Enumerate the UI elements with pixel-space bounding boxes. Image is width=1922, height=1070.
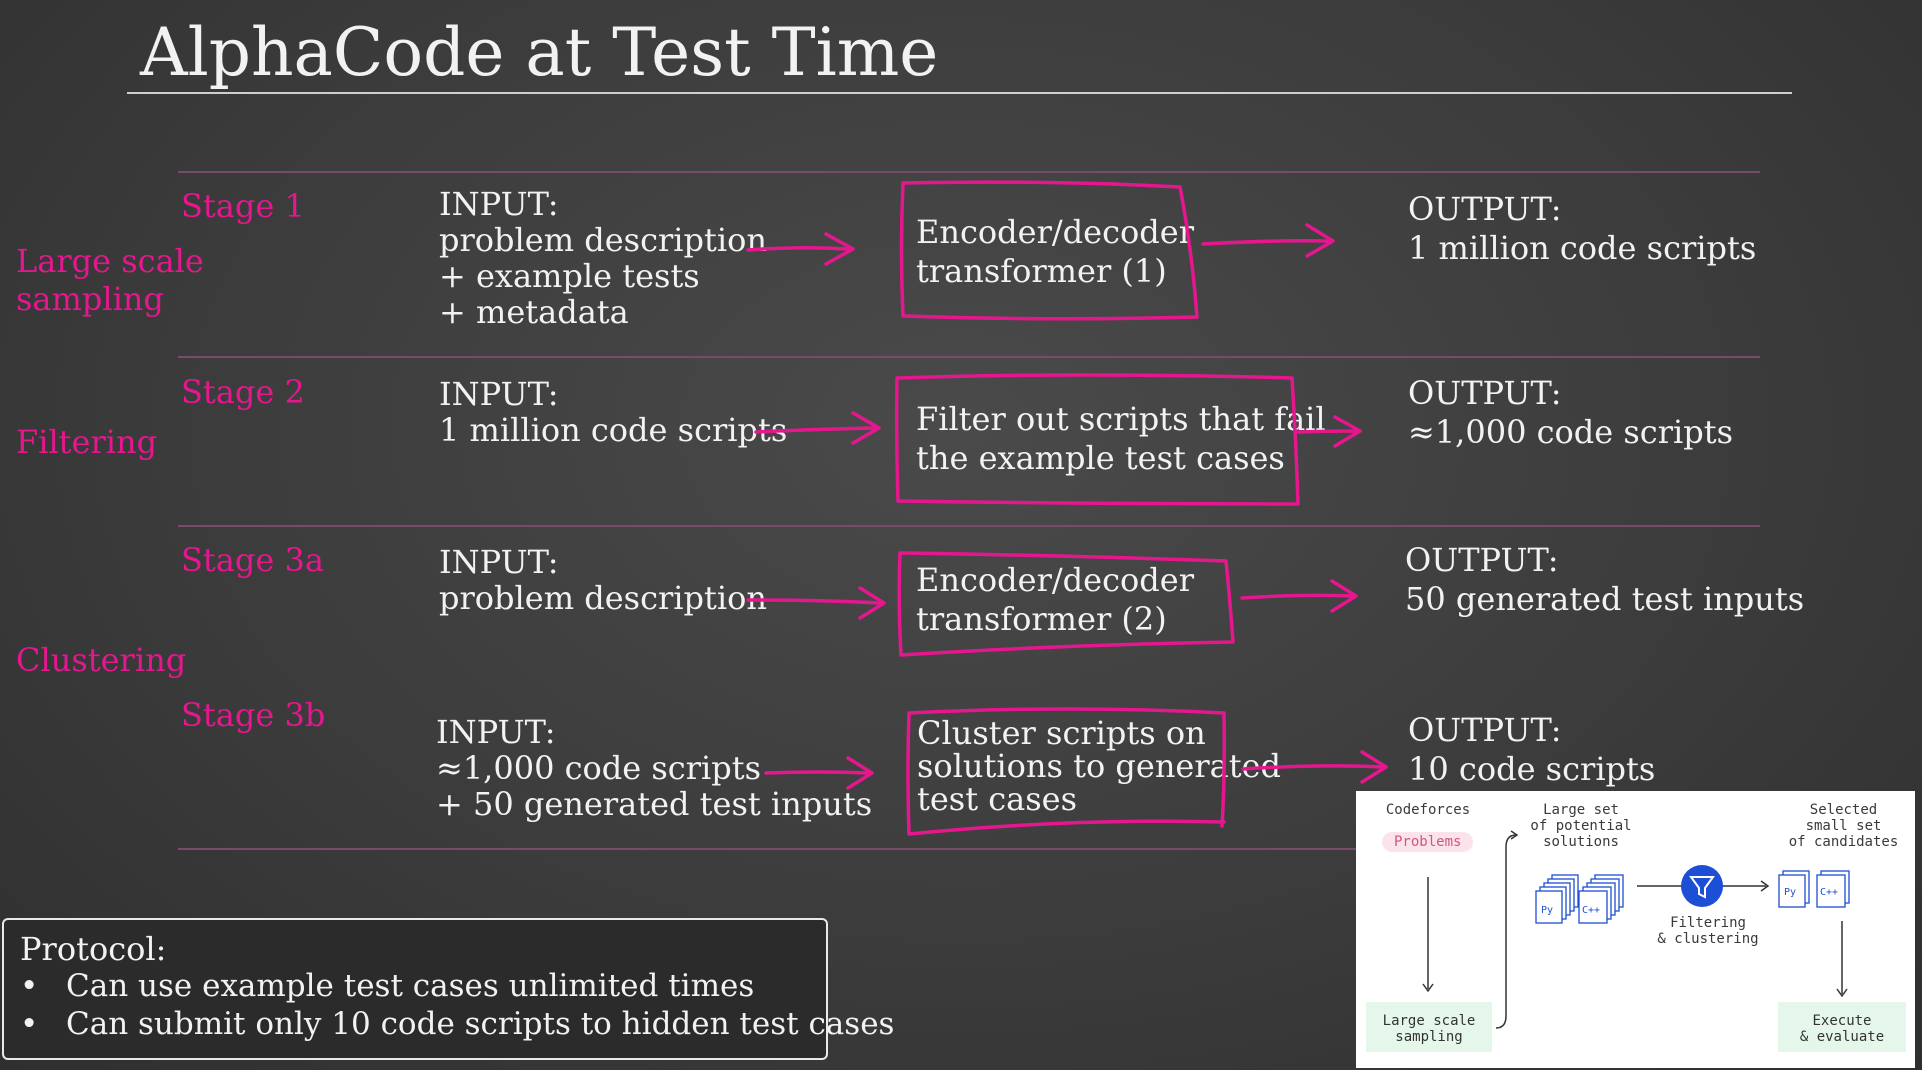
inset-execute-box: Execute & evaluate [1778, 1002, 1906, 1052]
stage-3a-process: Encoder/decoder transformer (2) [916, 561, 1194, 638]
inset-selected-cpp-icon [1816, 870, 1850, 908]
stage-2-process: Filter out scripts that fail the example… [916, 400, 1326, 477]
stage-1-output-arrow [1201, 223, 1335, 258]
inset-cpp-label-2: C++ [1820, 887, 1838, 898]
stage-1-label: Stage 1 [181, 187, 305, 225]
protocol-bullet-2-text: Can submit only 10 code scripts to hidde… [66, 1006, 895, 1042]
stage-3a-input-arrow [746, 586, 886, 620]
inset-flow-graphics: Py C++ Py C++ [1422, 830, 1850, 1029]
inset-problems-chip-text: Problems [1382, 832, 1474, 852]
stage-2-label: Stage 2 [181, 373, 305, 411]
stage-3a-input: INPUT: problem description [439, 543, 767, 617]
page-title: AlphaCode at Test Time [140, 14, 939, 91]
protocol-title: Protocol: [20, 930, 167, 968]
inset-selected-py-icon [1778, 870, 1810, 908]
inset-selected-label: Selected small set of candidates [1788, 802, 1899, 850]
stage-3b-process: Cluster scripts on solutions to generate… [917, 714, 1282, 818]
row-separator-top [178, 171, 1760, 173]
row-separator-bottom [178, 848, 1760, 850]
stage-1-process: Encoder/decoder transformer (1) [916, 213, 1194, 290]
inset-sampling-box: Large scale sampling [1366, 1002, 1492, 1052]
inset-cpp-files-icon [1578, 874, 1624, 924]
inset-funnel-icon [1689, 876, 1715, 899]
title-underline [127, 92, 1792, 94]
stage-3a-output: OUTPUT: 50 generated test inputs [1405, 541, 1805, 618]
protocol-bullet-1: •Can use example test cases unlimited ti… [20, 968, 755, 1004]
inset-py-files-icon [1535, 874, 1579, 924]
group-clustering: Clustering [16, 641, 187, 679]
inset-cpp-label-1: C++ [1582, 905, 1600, 916]
protocol-bullet-2: •Can submit only 10 code scripts to hidd… [20, 1006, 895, 1042]
stage-1-output: OUTPUT: 1 million code scripts [1408, 190, 1757, 267]
stage-2-input: INPUT: 1 million code scripts [439, 375, 788, 449]
stage-3a-output-arrow [1240, 579, 1358, 613]
inset-py-label-2: Py [1784, 887, 1796, 898]
inset-py-label-1: Py [1541, 905, 1553, 916]
inset-filtering-label: Filtering & clustering [1657, 915, 1759, 947]
stage-1-input: INPUT: problem description + example tes… [439, 185, 767, 331]
group-filtering: Filtering [16, 423, 158, 461]
stage-3b-label: Stage 3b [181, 696, 326, 734]
stage-3b-input: INPUT: ≈1,000 code scripts + 50 generate… [436, 713, 873, 823]
stage-3b-output: OUTPUT: 10 code scripts [1408, 711, 1656, 788]
inset-large-set-label: Large set of potential solutions [1530, 802, 1632, 850]
inset-problems-chip: Problems [1382, 831, 1474, 852]
protocol-bullet-1-text: Can use example test cases unlimited tim… [66, 968, 755, 1004]
inset-codeforces-label: Codeforces [1385, 802, 1471, 818]
row-separator-1 [178, 356, 1760, 358]
inset-filter-icon [1681, 865, 1723, 907]
alphacode-pipeline-inset: Codeforces Problems Large set of potenti… [1356, 791, 1915, 1068]
stage-2-output: OUTPUT: ≈1,000 code scripts [1408, 374, 1734, 451]
group-large-scale-sampling: Large scale sampling [16, 242, 204, 318]
protocol-box: Protocol: •Can use example test cases un… [2, 918, 894, 1060]
row-separator-2 [178, 525, 1760, 527]
stage-3a-label: Stage 3a [181, 541, 324, 579]
